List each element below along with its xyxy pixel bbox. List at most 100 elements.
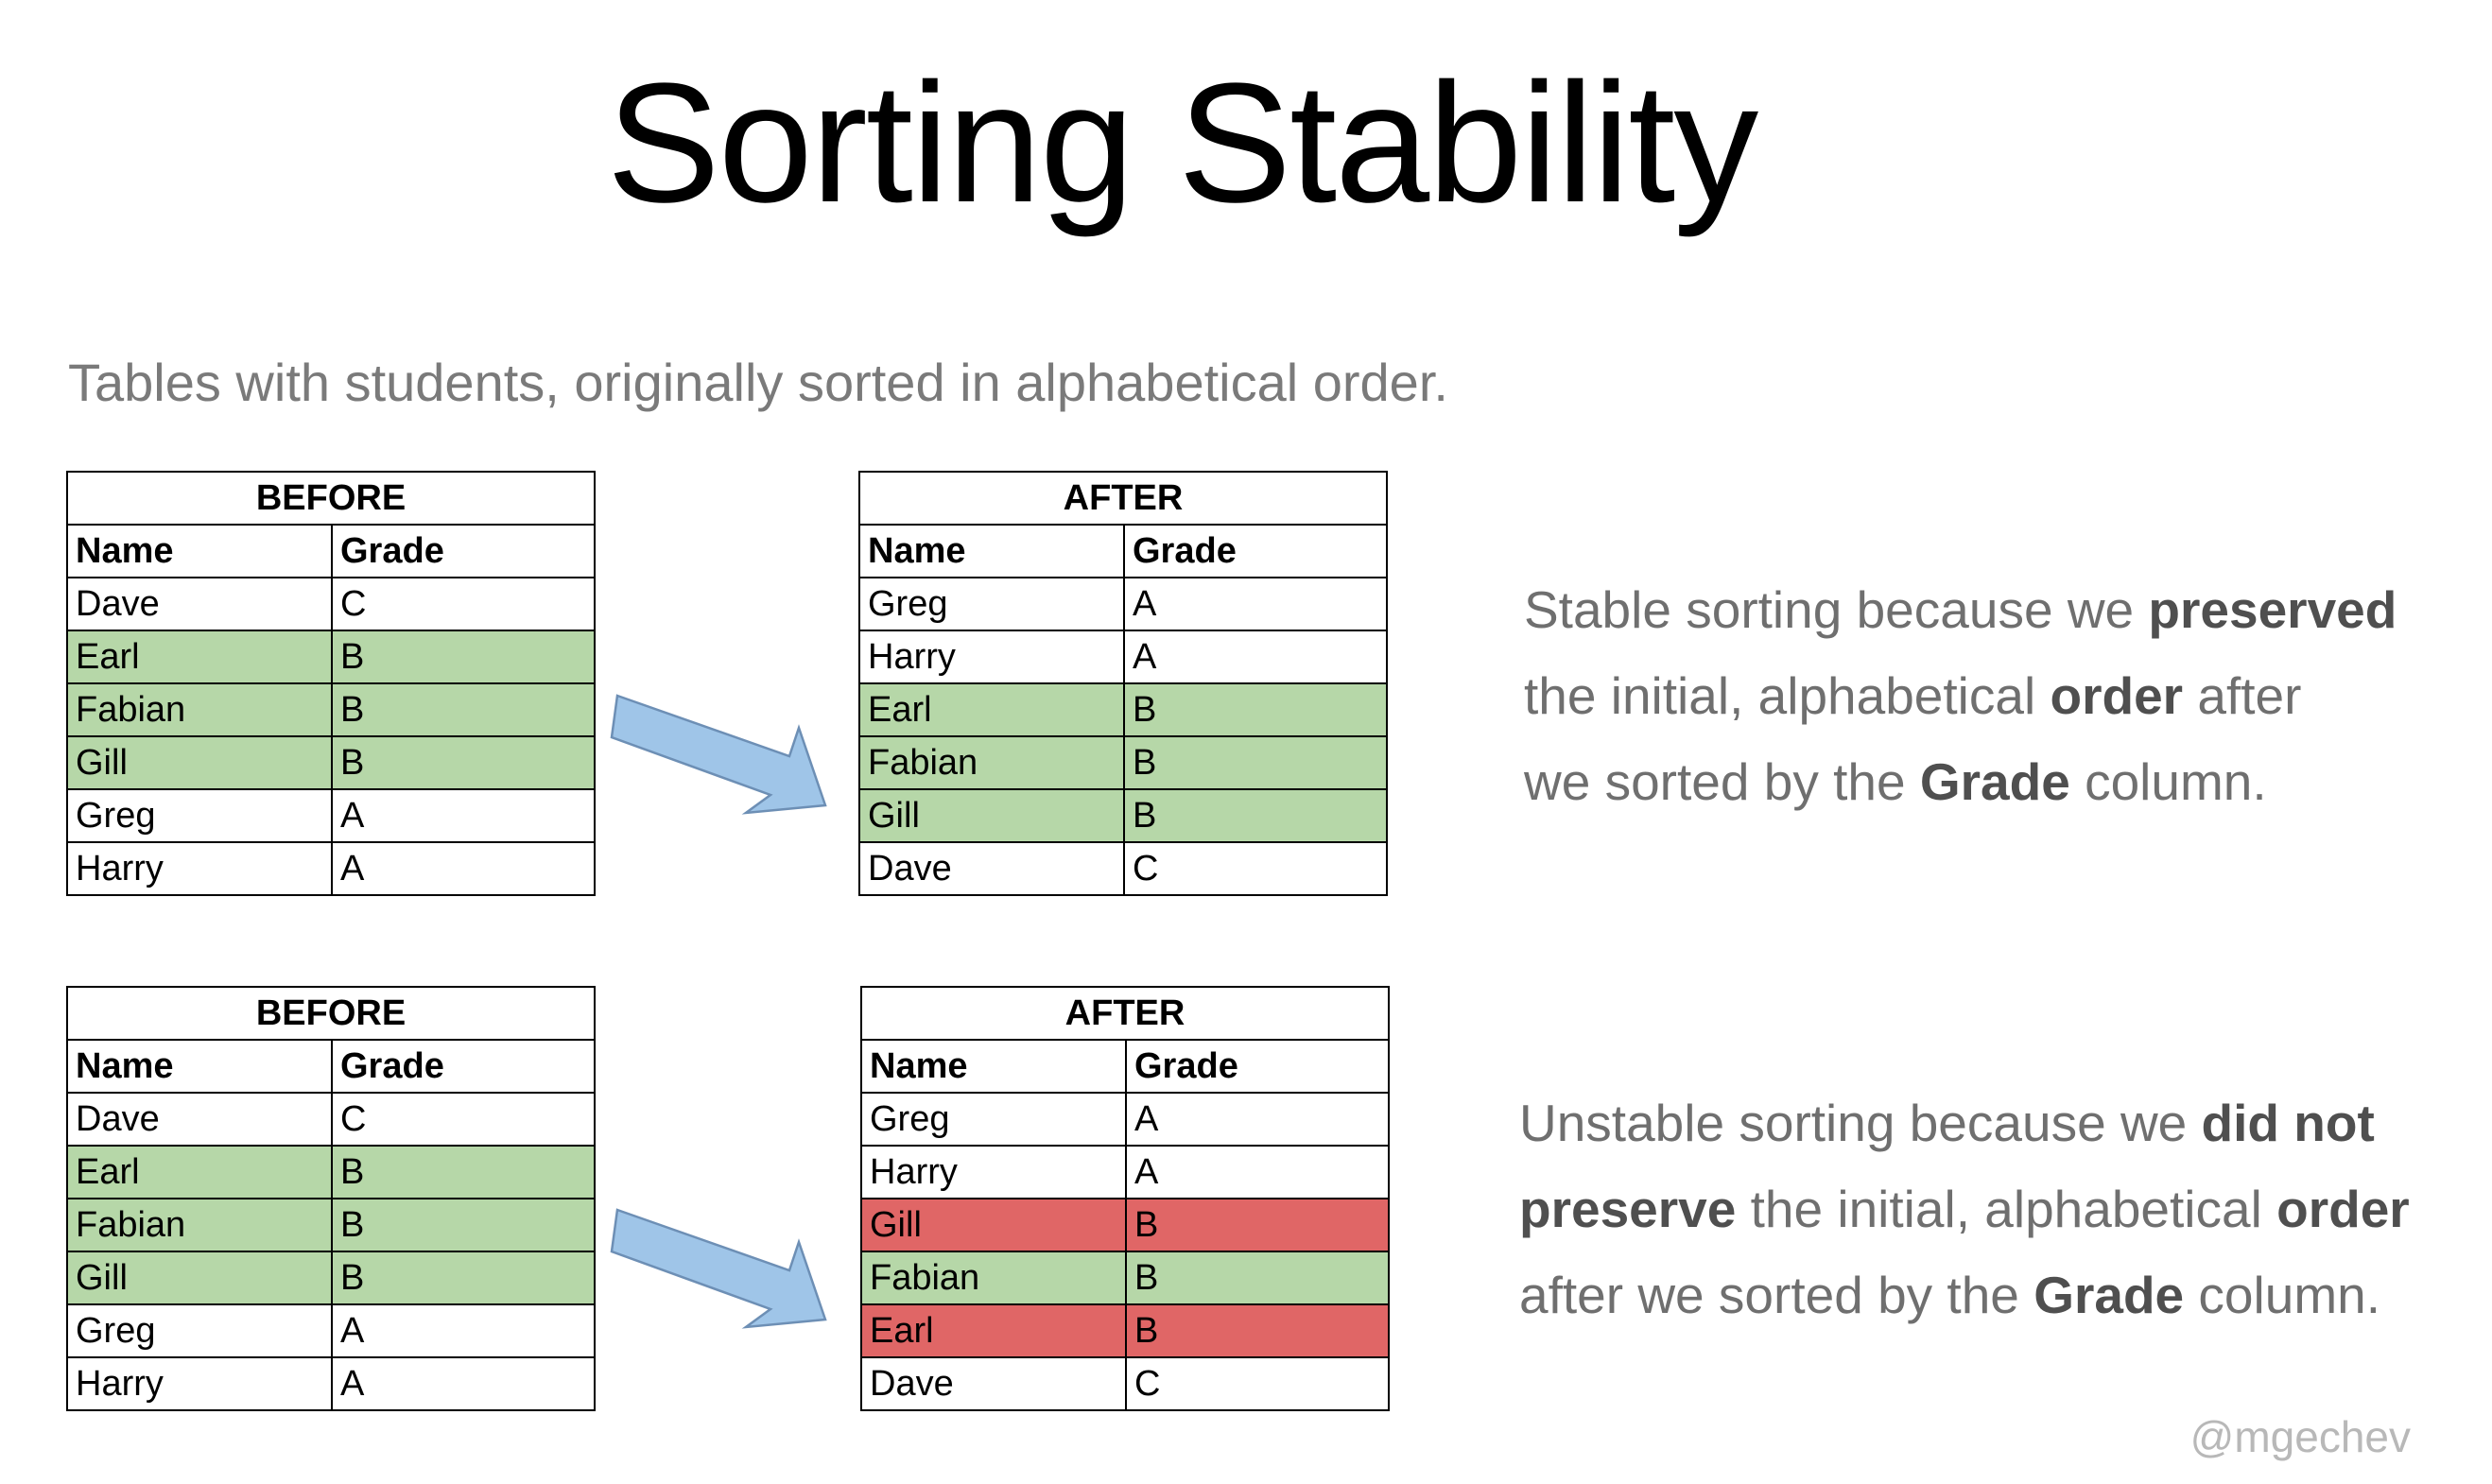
- name-cell: Greg: [860, 1092, 1127, 1147]
- column-header-grade: Grade: [1125, 1039, 1390, 1094]
- name-cell: Harry: [860, 1145, 1127, 1199]
- explanation-emphasis: order: [2276, 1180, 2410, 1238]
- name-cell: Greg: [858, 577, 1125, 631]
- explanation-emphasis: Grade: [1919, 752, 2070, 811]
- explanation-text: after we sorted by the: [1519, 1266, 2034, 1324]
- name-cell: Gill: [860, 1198, 1127, 1252]
- grade-cell: A: [1123, 577, 1388, 631]
- name-cell: Fabian: [66, 682, 333, 737]
- name-cell: Dave: [66, 1092, 333, 1147]
- grade-cell: B: [331, 1145, 596, 1199]
- name-cell: Earl: [66, 630, 333, 684]
- column-header-name: Name: [858, 524, 1125, 578]
- slide-title: Sorting Stability: [606, 48, 1759, 238]
- explanation-text: Unstable sorting because we: [1519, 1094, 2202, 1152]
- explanation-text: after: [2183, 666, 2302, 725]
- explanation-emphasis: preserve: [1519, 1180, 1737, 1238]
- grade-cell: B: [331, 630, 596, 684]
- explanation-line: Stable sorting because we preserved: [1524, 567, 2397, 653]
- name-cell: Earl: [858, 682, 1125, 737]
- grade-cell: C: [1123, 841, 1388, 896]
- explanation-line: after we sorted by the Grade column.: [1519, 1252, 2410, 1338]
- explanation-text: column.: [2069, 752, 2267, 811]
- name-cell: Dave: [66, 577, 333, 631]
- author-credit: @mgechev: [2189, 1412, 2411, 1461]
- column-header-name: Name: [860, 1039, 1127, 1094]
- grade-cell: B: [1125, 1303, 1390, 1358]
- grade-cell: A: [331, 788, 596, 843]
- explanation-line: we sorted by the Grade column.: [1524, 739, 2397, 825]
- name-cell: Fabian: [858, 735, 1125, 790]
- name-cell: Earl: [66, 1145, 333, 1199]
- explanation-line: the initial, alphabetical order after: [1524, 653, 2397, 739]
- grade-cell: A: [1123, 630, 1388, 684]
- explanation-line: Unstable sorting because we did not: [1519, 1080, 2410, 1166]
- right-arrow-icon: [610, 694, 827, 815]
- grade-cell: A: [331, 1303, 596, 1358]
- grade-cell: B: [331, 1251, 596, 1305]
- name-cell: Greg: [66, 788, 333, 843]
- right-arrow-icon: [610, 1208, 827, 1329]
- grade-cell: C: [331, 1092, 596, 1147]
- name-cell: Dave: [860, 1356, 1127, 1411]
- grade-cell: B: [1123, 788, 1388, 843]
- stable-explanation: Stable sorting because we preserved the …: [1524, 567, 2397, 825]
- unstable-explanation: Unstable sorting because we did not pres…: [1519, 1080, 2410, 1338]
- explanation-emphasis: Grade: [2033, 1266, 2185, 1324]
- grade-cell: B: [1125, 1198, 1390, 1252]
- explanation-emphasis: order: [2050, 666, 2184, 725]
- name-cell: Fabian: [66, 1198, 333, 1252]
- table-caption: AFTER: [860, 986, 1390, 1041]
- grade-cell: A: [331, 1356, 596, 1411]
- table-caption: BEFORE: [66, 986, 596, 1041]
- explanation-text: the initial, alphabetical: [1524, 666, 2051, 725]
- explanation-text: the initial, alphabetical: [1736, 1180, 2277, 1238]
- name-cell: Harry: [66, 1356, 333, 1411]
- grade-cell: A: [1125, 1092, 1390, 1147]
- grade-cell: C: [1125, 1356, 1390, 1411]
- explanation-emphasis: preserved: [2148, 580, 2397, 639]
- name-cell: Earl: [860, 1303, 1127, 1358]
- name-cell: Harry: [858, 630, 1125, 684]
- grade-cell: B: [1123, 735, 1388, 790]
- table-caption: BEFORE: [66, 471, 596, 526]
- explanation-emphasis: did not: [2201, 1094, 2375, 1152]
- name-cell: Greg: [66, 1303, 333, 1358]
- name-cell: Gill: [858, 788, 1125, 843]
- grade-cell: A: [331, 841, 596, 896]
- explanation-text: we sorted by the: [1524, 752, 1920, 811]
- grade-cell: B: [331, 735, 596, 790]
- name-cell: Fabian: [860, 1251, 1127, 1305]
- grade-cell: A: [1125, 1145, 1390, 1199]
- name-cell: Dave: [858, 841, 1125, 896]
- table-caption: AFTER: [858, 471, 1388, 526]
- grade-cell: B: [1123, 682, 1388, 737]
- arrow-shape: [610, 1208, 827, 1329]
- explanation-line: preserve the initial, alphabetical order: [1519, 1166, 2410, 1252]
- column-header-grade: Grade: [1123, 524, 1388, 578]
- grade-cell: B: [331, 682, 596, 737]
- name-cell: Gill: [66, 735, 333, 790]
